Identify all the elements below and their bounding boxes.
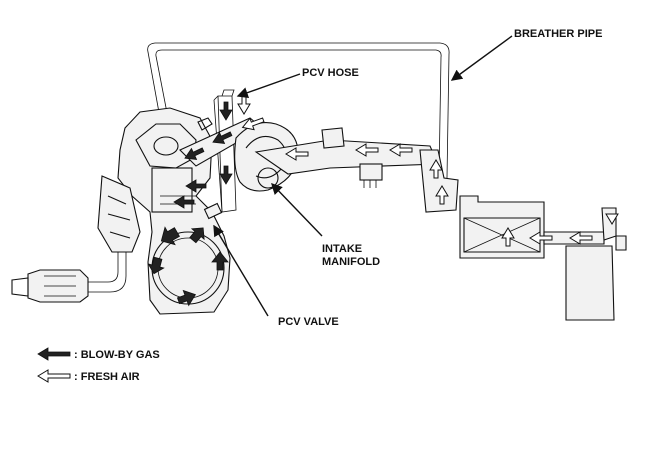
pcv-valve — [203, 202, 223, 220]
blow-by-gas-arrows — [147, 101, 233, 307]
fresh-air-legend-icon — [37, 369, 71, 383]
legend-blow-by-gas: : BLOW-BY GAS — [74, 349, 160, 361]
air-cleaner — [459, 195, 627, 321]
label-pcv-valve: PCV VALVE — [278, 316, 339, 328]
pcv-hose — [213, 89, 237, 213]
label-pcv-hose: PCV HOSE — [302, 67, 359, 79]
leader-lines — [213, 35, 513, 317]
label-intake-manifold-line1: INTAKE — [322, 243, 362, 255]
blow-by-gas-legend-icon — [37, 347, 71, 361]
label-intake-manifold-line2: MANIFOLD — [322, 256, 380, 268]
breather-pipe — [147, 42, 450, 179]
label-breather-pipe: BREATHER PIPE — [514, 28, 602, 40]
exhaust-system — [11, 175, 141, 303]
legend-fresh-air: : FRESH AIR — [74, 371, 140, 383]
legend: : BLOW-BY GAS : FRESH AIR — [37, 347, 160, 383]
